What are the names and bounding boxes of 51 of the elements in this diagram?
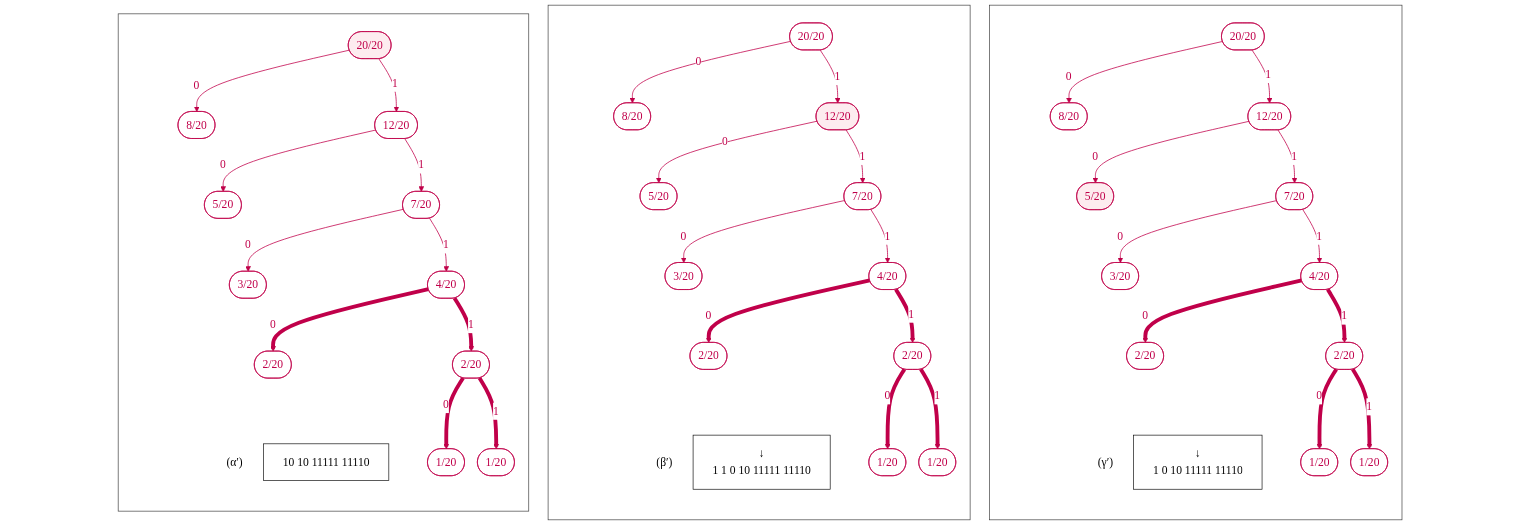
arrow: [885, 368, 907, 450]
node-box: ↓ 1 0 10 11111 11110: [1133, 434, 1263, 490]
arrow: [894, 288, 916, 343]
arrow: [453, 297, 475, 352]
edge-label: 1: [443, 238, 450, 251]
cluster: [548, 4, 971, 521]
edge-label: 0: [245, 238, 252, 251]
edge-label: 1: [859, 149, 866, 163]
edge-label: 0: [1117, 229, 1124, 243]
edge-label: 1: [1291, 149, 1298, 163]
arrow: [1326, 288, 1348, 343]
cluster: [118, 13, 530, 512]
edge-label: 1: [1341, 309, 1348, 323]
edge-label: 0: [220, 158, 227, 172]
edge-label: 0: [695, 54, 702, 68]
node-label: (α′): [226, 455, 244, 469]
edge-label: 0: [194, 78, 200, 92]
edge-label: 1: [1366, 400, 1373, 413]
edge-label: 0: [681, 229, 687, 243]
edge-label: 1: [884, 229, 891, 243]
node-box: 10 10 11111 11110: [263, 443, 390, 481]
arrow: [443, 377, 466, 450]
edge-label: 0: [884, 389, 891, 402]
edge-label: 1: [1265, 67, 1272, 81]
arrow: [919, 368, 941, 450]
edge-label: 1: [418, 158, 425, 172]
edge-label: 1: [908, 307, 915, 321]
arrow: [1142, 278, 1303, 343]
edge-label: 1: [934, 389, 941, 402]
edge-label: 1: [834, 69, 841, 83]
arrow: [270, 287, 430, 352]
edge-label: 0: [1092, 149, 1099, 163]
edge-label: 0: [722, 134, 729, 148]
edge-label: 1: [1316, 229, 1323, 243]
edge-label: 0: [1066, 69, 1073, 83]
edge-label: 0: [443, 397, 450, 411]
arrow: [706, 278, 871, 343]
cluster: [989, 4, 1403, 521]
edge-label: 1: [493, 404, 500, 418]
arrow: [1351, 368, 1373, 450]
arrow: [1317, 368, 1339, 450]
node-label: (β′): [656, 455, 673, 469]
edge-label: 1: [392, 76, 399, 90]
node-label: (γ′): [1098, 455, 1114, 469]
edge-label: 0: [270, 317, 277, 331]
node-box: ↓ 1 1 0 10 11111 11110: [693, 434, 831, 490]
edge-label: 0: [705, 309, 712, 323]
edge-label: 1: [468, 317, 475, 331]
edge-label: 0: [1142, 309, 1149, 323]
arrow: [478, 377, 500, 450]
edge-label: 0: [1316, 389, 1323, 402]
